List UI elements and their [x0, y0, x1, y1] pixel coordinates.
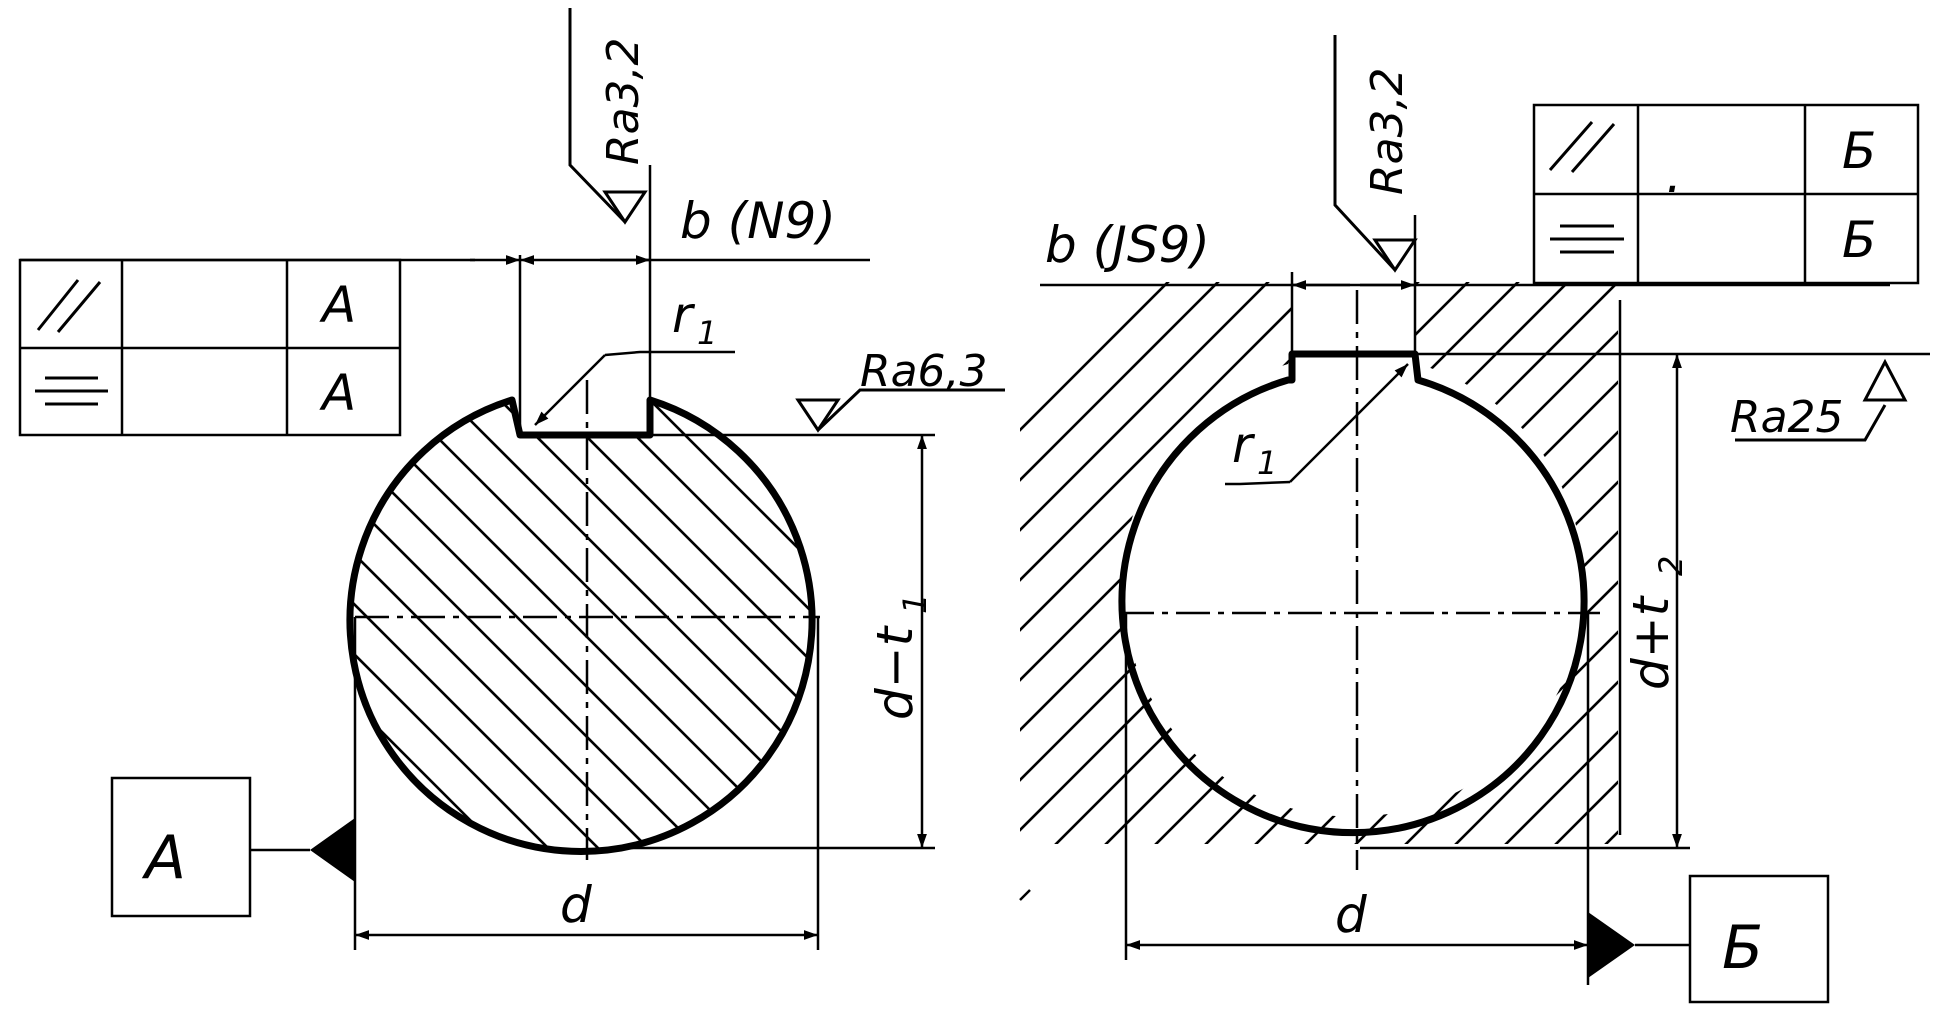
svg-text:d−t: d−t — [866, 624, 924, 720]
symmetry-icon — [1550, 224, 1624, 254]
svg-text:2: 2 — [1652, 556, 1690, 576]
hub-hatching — [1020, 282, 1618, 844]
svg-text:A: A — [141, 823, 186, 893]
shaft-hatching — [349, 400, 813, 852]
shaft-datum-a: A — [110, 776, 355, 918]
svg-text:Б: Б — [1842, 122, 1876, 180]
shaft-tolerance-frame: A A — [18, 258, 402, 437]
shaft-section: b (N9) Ra3,2 r 1 Ra6,3 d−t 1 — [18, 8, 1005, 950]
shaft-radius-leader: r 1 — [534, 286, 735, 426]
svg-text:1: 1 — [697, 314, 717, 352]
svg-text:Ra6,3: Ra6,3 — [860, 346, 988, 397]
hub-keyway-roughness: Ra3,2 — [1333, 35, 1418, 273]
svg-text:A: A — [319, 276, 356, 334]
hub-section: b (JS9) Ra3,2 r 1 Ra25 d+t 2 — [1019, 35, 1930, 1004]
svg-text:Ra3,2: Ra3,2 — [598, 37, 649, 165]
svg-text:d+t: d+t — [1622, 594, 1680, 690]
shaft-flat-roughness: Ra6,3 — [650, 346, 1005, 437]
svg-text:Ra25: Ra25 — [1730, 392, 1844, 443]
svg-text:1: 1 — [1257, 444, 1277, 482]
svg-text:.: . — [1666, 146, 1682, 204]
svg-text:Б: Б — [1722, 913, 1763, 983]
parallelism-icon — [36, 279, 102, 333]
svg-text:1: 1 — [896, 594, 934, 614]
shaft-outline — [346, 396, 816, 855]
shaft-keyway-roughness: Ra3,2 — [568, 8, 649, 225]
hub-radius-leader: r 1 — [1225, 363, 1409, 486]
shaft-diameter-label: d — [560, 876, 592, 934]
hub-datum-b: Б — [1588, 874, 1830, 1004]
svg-text:r: r — [672, 286, 696, 344]
hub-depth-roughness: Ra25 — [1418, 352, 1930, 443]
svg-text:A: A — [319, 364, 356, 422]
hub-depth-label: d+t 2 — [1622, 556, 1690, 690]
hub-keyway-width-label: b (JS9) — [1045, 216, 1210, 274]
shaft-depth-label: d−t 1 — [866, 594, 934, 720]
hub-tolerance-frame: . Б Б — [1532, 103, 1920, 285]
svg-text:Ra3,2: Ra3,2 — [1362, 67, 1413, 195]
svg-text:Б: Б — [1842, 211, 1876, 269]
hub-bore-outline — [1118, 350, 1588, 837]
parallelism-icon — [1548, 121, 1616, 173]
symmetry-icon — [35, 376, 108, 406]
svg-text:r: r — [1232, 416, 1256, 474]
hub-diameter-label: d — [1335, 886, 1367, 944]
shaft-keyway-width-label: b (N9) — [680, 192, 836, 250]
